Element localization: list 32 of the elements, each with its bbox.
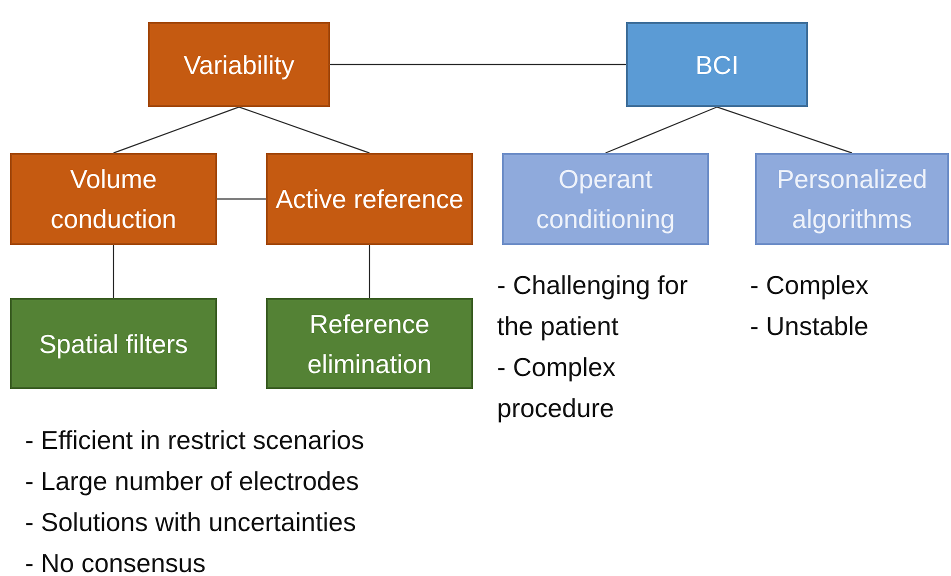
node-label: Spatial filters [39,328,188,360]
node-label: BCI [695,48,739,82]
note-text: - Complex [750,269,870,302]
connector-line [368,245,370,298]
node-label: Active reference [276,183,464,216]
note-text: - No consensus [25,547,206,576]
connector-line [112,245,114,298]
note-text: - Solutions with uncertainties [25,506,356,539]
note-text: - Unstable [750,310,870,343]
process-box [266,153,473,245]
connector-line [217,198,266,200]
note-text: - Challenging for the patient [497,269,689,343]
process-box [148,22,330,107]
process-box [266,298,473,389]
node-label: Volume conduction [50,163,178,236]
connector-line [113,106,240,154]
connector-line [605,106,718,154]
process-box [502,153,709,245]
node-label: Variability [184,48,294,82]
connector-line [716,106,852,154]
process-box [10,153,217,245]
note-text: - Large number of electrodes [25,465,359,498]
note-text: - Efficient in restrict scenarios [25,424,364,457]
connector-line [330,64,626,66]
note-text: - Complex procedure [497,351,616,425]
process-box [10,298,217,389]
node-label: Personalized algorithms [776,163,928,236]
connector-line [238,106,370,154]
node-label: Operant conditioning [535,163,676,236]
process-box [626,22,808,107]
process-box [755,153,949,245]
node-label: Reference elimination [306,308,433,380]
